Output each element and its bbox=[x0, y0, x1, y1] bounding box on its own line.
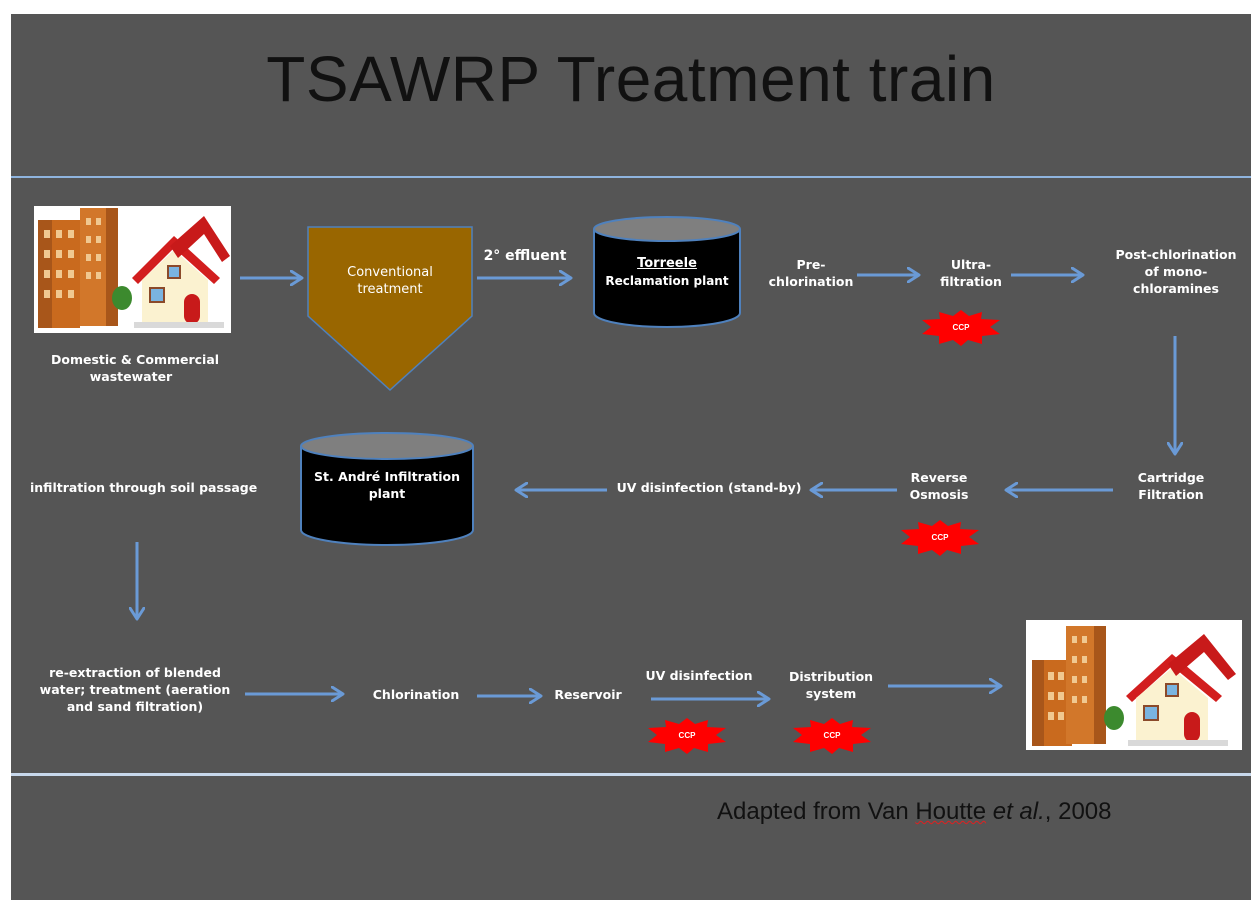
credit-etal: et al. bbox=[992, 798, 1045, 825]
torreele-name: Torreele bbox=[637, 256, 697, 271]
ccp-badge-uv-disinfection: CCP bbox=[646, 718, 728, 754]
footer-divider bbox=[11, 773, 1251, 776]
prechlorination-label: Pre-chlorination bbox=[768, 257, 854, 289]
credit-author: Houtte bbox=[915, 798, 987, 825]
reservoir-label: Reservoir bbox=[554, 687, 622, 702]
source-credit: Adapted from Van Houtte et al., 2008 bbox=[717, 798, 1112, 826]
torreele-tank bbox=[593, 216, 741, 328]
buildings-and-house-icon bbox=[1026, 620, 1242, 750]
conventional-treatment-shape bbox=[307, 226, 473, 392]
ccp-badge-ultrafiltration: CCP bbox=[920, 310, 1002, 346]
ccp-badge-distribution: CCP bbox=[791, 718, 873, 754]
ultrafiltration-label: Ultra-filtration bbox=[940, 257, 1002, 289]
credit-prefix: Adapted from Van bbox=[717, 798, 916, 825]
buildings-and-house-icon bbox=[34, 206, 231, 333]
chlorination-label: Chlorination bbox=[372, 687, 460, 702]
slide-title: TSAWRP Treatment train bbox=[266, 43, 996, 115]
ccp-badge-reverse-osmosis: CCP bbox=[899, 520, 981, 556]
title-divider bbox=[11, 176, 1251, 178]
ccp-label: CCP bbox=[931, 533, 949, 542]
flow-arrows bbox=[11, 14, 1251, 900]
slide: TSAWRP Treatment train bbox=[11, 14, 1251, 900]
ccp-label: CCP bbox=[952, 323, 970, 332]
uv-standby-label: UV disinfection (stand-by) bbox=[616, 480, 802, 495]
uv-disinfection-label: UV disinfection bbox=[645, 668, 753, 683]
credit-suffix: , 2008 bbox=[1044, 798, 1112, 825]
ccp-label: CCP bbox=[678, 731, 696, 740]
torreele-subtitle: Reclamation plant bbox=[605, 274, 729, 288]
st-andre-tank bbox=[300, 432, 474, 546]
soil-passage-label: infiltration through soil passage bbox=[30, 480, 258, 495]
ccp-label: CCP bbox=[823, 731, 841, 740]
effluent-label: 2° effluent bbox=[483, 248, 567, 264]
